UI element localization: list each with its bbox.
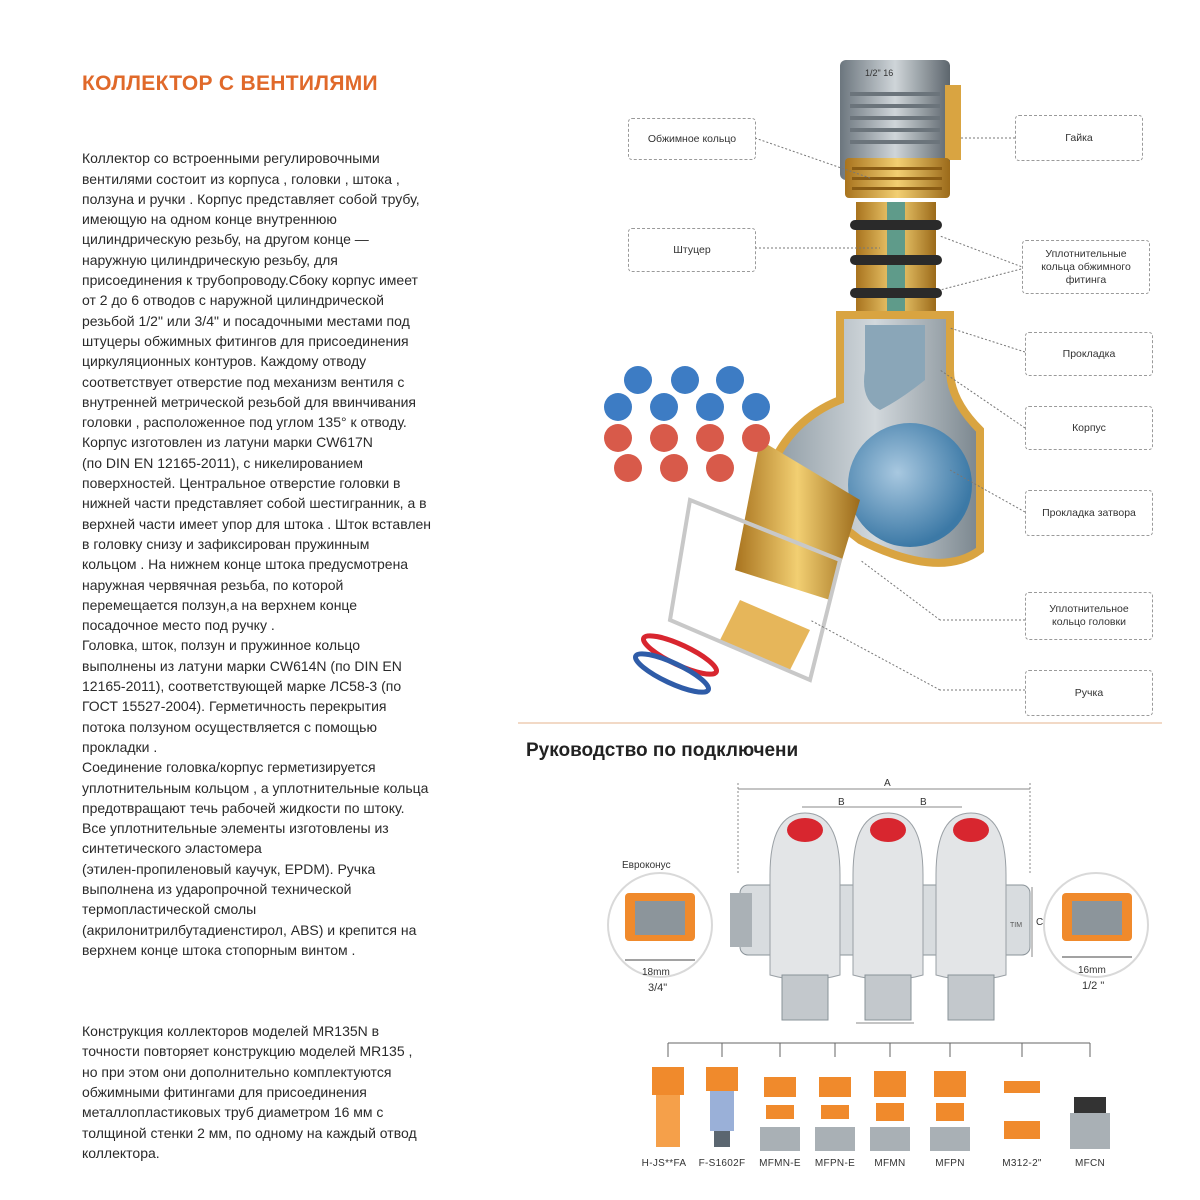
description-paragraph-2: Конструкция коллекторов моделей MR135N в… [82,1023,417,1161]
body-marking: TIM [1010,922,1022,929]
label-compression-ring: Обжимное кольцо [628,118,756,160]
dimension-b1: B [838,797,845,808]
nut-marking: 1/2" 16 [865,68,893,78]
label-body: Корпус [1025,406,1153,450]
section-divider [518,722,1162,724]
euro-cone-label: Евроконус [622,860,671,871]
fitting-mfmn-e [760,1077,800,1151]
label-valve-gasket: Прокладка затвора [1025,490,1153,536]
valve-2 [852,812,924,1021]
fitting-f-s1602f [706,1067,738,1147]
fitting-mfpn [930,1071,970,1151]
indicator-caps [604,366,770,482]
page-title: КОЛЛЕКТОР С ВЕНТИЛЯМИ [82,72,378,95]
nut-part [840,60,961,180]
fitting-code-1: H-JS**FA [641,1158,687,1169]
right-size-label: 16mm [1078,965,1106,976]
right-connection-detail [1043,872,1149,978]
label-handle: Ручка [1025,670,1153,716]
guide-title: Руководство по подключени [526,740,799,761]
valve-exploded-diagram: 1/2" 16 [604,60,1026,695]
fitting-code-7: M312-2" [1002,1158,1042,1169]
fitting-m312 [1004,1081,1040,1139]
fitting-code-8: MFCN [1074,1158,1106,1169]
fitting-code-4: MFPN-E [814,1158,856,1169]
dimension-c: C [1036,917,1043,928]
description-text: Коллектор со встроенными регулировочными… [82,128,522,1163]
fitting-code-5: MFMN [874,1158,906,1169]
compression-ring-part [845,158,950,198]
valve-head-part [720,440,860,670]
handle-part [667,497,843,683]
fitting-mfmn [870,1071,910,1151]
manifold-drawing: A B B C D TIM 18mm 3/4" [607,778,1149,1151]
color-rings [633,633,719,695]
label-head-seal: Уплотнительное кольцо головки [1025,592,1153,640]
fitting-mfpn-e [815,1077,855,1151]
right-thread-label: 1/2 " [1082,980,1104,992]
fitting-mfcn [1070,1097,1110,1149]
leader-lines [754,137,1026,691]
fitting-h-js [652,1067,684,1147]
fittings-bracket [667,1042,1091,1057]
manifold-body: TIM [730,812,1031,1021]
dimension-lines [737,783,1033,1024]
label-gasket: Прокладка [1025,332,1153,376]
dimension-b2: B [920,797,927,808]
left-thread-label: 3/4" [648,982,667,994]
valve-1 [769,812,841,1021]
fitting-part [850,202,942,314]
label-fitting: Штуцер [628,228,756,272]
description-paragraph-1: Коллектор со встроенными регулировочными… [82,150,432,958]
valve-3 [935,812,1007,1021]
label-seal-rings: Уплотнительные кольца обжимного фитинга [1022,240,1150,294]
dimension-a: A [884,778,891,789]
label-nut: Гайка [1015,115,1143,161]
fittings-row [652,1067,1110,1151]
fitting-code-2: F-S1602F [698,1158,746,1169]
fitting-code-3: MFMN-E [759,1158,801,1169]
left-connection-detail [607,872,713,978]
fitting-code-6: MFPN [935,1158,965,1169]
left-size-label: 18mm [642,967,670,978]
